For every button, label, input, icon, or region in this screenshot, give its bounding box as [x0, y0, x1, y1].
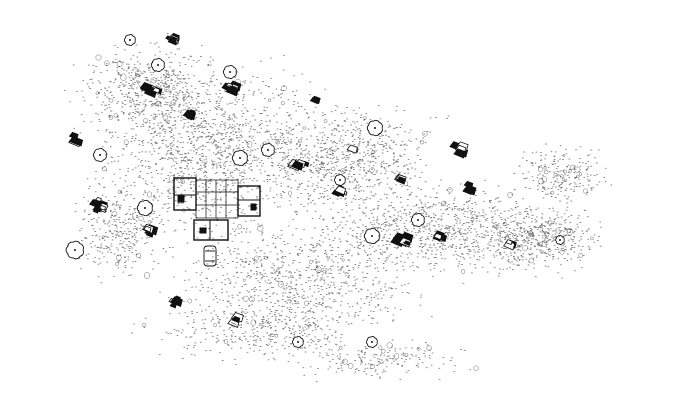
- house-complex: [173, 177, 261, 267]
- rock-cluster: [502, 239, 517, 251]
- rock-cluster: [432, 230, 448, 243]
- rock-cluster: [182, 109, 197, 121]
- tree-canopy: [410, 213, 425, 227]
- tree-canopy: [231, 149, 248, 167]
- rock-cluster: [165, 32, 180, 46]
- house-courtyard: [195, 179, 239, 219]
- house-south-wing: [193, 219, 229, 241]
- rock-cluster: [449, 141, 469, 159]
- rock-cluster: [287, 158, 310, 172]
- tree-canopy: [291, 336, 304, 348]
- tree-canopy: [65, 240, 84, 260]
- tree-canopy: [260, 143, 275, 157]
- tree-canopy: [366, 119, 383, 137]
- house-east-wing: [237, 185, 261, 217]
- tree-canopy: [123, 34, 136, 46]
- tree-canopy: [555, 235, 565, 245]
- tree-canopy: [363, 227, 380, 245]
- parked-car: [203, 245, 217, 267]
- rock-clusters: [68, 32, 517, 328]
- rock-cluster: [141, 223, 159, 238]
- tree-canopy: [136, 199, 153, 217]
- rock-cluster: [462, 180, 477, 196]
- rock-cluster: [168, 295, 183, 309]
- tree-canopy: [365, 336, 378, 348]
- rock-cluster: [221, 80, 242, 97]
- rock-cluster: [139, 82, 163, 98]
- tree-canopy: [150, 58, 165, 72]
- rock-cluster: [393, 173, 407, 185]
- tree-canopy: [222, 65, 237, 79]
- house-west-wing: [173, 177, 197, 211]
- rock-cluster: [68, 131, 84, 148]
- tree-canopy: [92, 148, 107, 162]
- rock-cluster: [88, 196, 109, 214]
- tree-canopies: [65, 34, 565, 348]
- rock-cluster: [346, 144, 359, 154]
- tree-canopy: [333, 174, 346, 186]
- rock-cluster: [309, 95, 321, 105]
- rock-cluster: [331, 185, 348, 198]
- rock-cluster: [390, 231, 414, 248]
- rock-cluster: [227, 312, 244, 328]
